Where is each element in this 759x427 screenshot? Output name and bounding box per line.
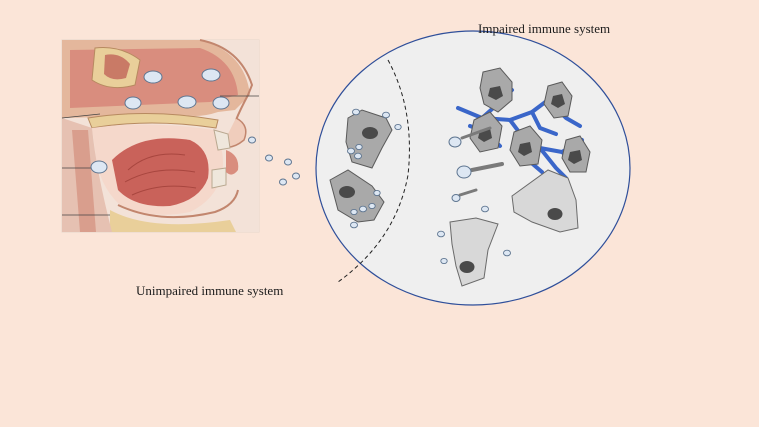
pale-cell <box>449 217 499 287</box>
anatomy-panel <box>61 39 260 233</box>
germinating-spores <box>448 126 504 202</box>
spore <box>143 70 163 84</box>
spore <box>212 96 230 110</box>
divider-dashed <box>337 59 410 283</box>
macrophage <box>345 109 393 169</box>
immune-cell-nuclei <box>478 86 582 164</box>
spore <box>124 96 142 110</box>
label-impaired-immune-system: Impaired immune system <box>478 21 611 36</box>
free-spores-left <box>350 108 402 229</box>
magnified-view <box>315 30 631 306</box>
macrophage <box>329 169 385 223</box>
free-spores-right <box>437 205 511 265</box>
spore <box>90 160 108 174</box>
spore <box>201 68 221 82</box>
pale-cell <box>511 169 579 233</box>
spore <box>177 95 197 109</box>
label-unimpaired-immune-system: Unimpaired immune system <box>136 283 284 298</box>
airborne-spores <box>248 136 300 186</box>
